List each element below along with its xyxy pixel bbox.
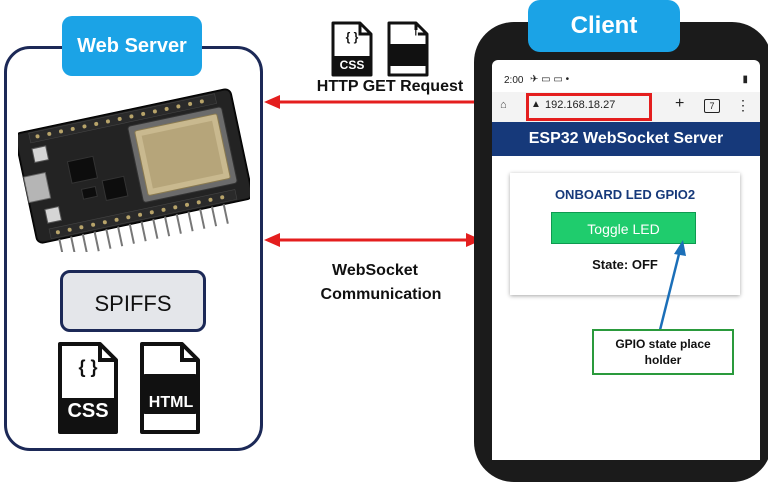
css-braces-label: { } xyxy=(78,357,98,377)
state-text: State: OFF xyxy=(592,257,658,272)
spiffs-storage-box: SPIFFS xyxy=(60,270,206,332)
html-small-label: HTML xyxy=(394,29,422,40)
websocket-arrow xyxy=(264,233,482,247)
html-file-label: HTML xyxy=(148,394,194,411)
html-file-icon xyxy=(140,342,200,434)
client-title: Client xyxy=(528,0,680,52)
html-file-icon-small xyxy=(387,21,429,77)
status-notification-icons: ✈ ▭ ▭ • xyxy=(530,74,570,85)
esp32-board-image xyxy=(18,88,250,252)
css-file-label: CSS xyxy=(67,400,109,422)
http-get-label: HTTP GET Request xyxy=(316,78,464,95)
url-highlight-box xyxy=(526,93,652,121)
battery-icon: ▮ xyxy=(742,74,748,85)
toggle-led-button[interactable]: Toggle LED xyxy=(551,212,696,244)
websocket-label-line2: Communication xyxy=(320,286,442,303)
callout-arrow xyxy=(658,240,686,331)
gpio-callout-text: GPIO state place holder xyxy=(615,336,711,367)
url-text[interactable]: 192.168.18.27 xyxy=(545,99,616,111)
browser-address-bar[interactable] xyxy=(492,92,760,122)
css-file-icon-small xyxy=(331,21,373,77)
menu-icon[interactable]: ⋮ xyxy=(736,97,750,113)
home-icon[interactable]: ⌂ xyxy=(500,99,507,111)
phone-status-bar: 2:00 ✈ ▭ ▭ • ▮ xyxy=(492,72,760,90)
app-header-title: ESP32 WebSocket Server xyxy=(492,122,760,156)
gpio-callout-box: GPIO state place holder xyxy=(592,329,734,375)
css-small-label: CSS xyxy=(339,58,365,72)
websocket-label-line1: WebSocket xyxy=(332,262,418,279)
web-server-title: Web Server xyxy=(62,16,202,76)
warning-icon: ▲ xyxy=(531,99,541,110)
css-small-braces-label: { } xyxy=(345,30,359,44)
new-tab-icon[interactable]: + xyxy=(675,95,685,112)
status-time: 2:00 xyxy=(504,75,524,86)
css-file-icon xyxy=(58,342,118,434)
card-title: ONBOARD LED GPIO2 xyxy=(554,187,696,202)
tab-count-button[interactable]: 7 xyxy=(704,99,720,113)
